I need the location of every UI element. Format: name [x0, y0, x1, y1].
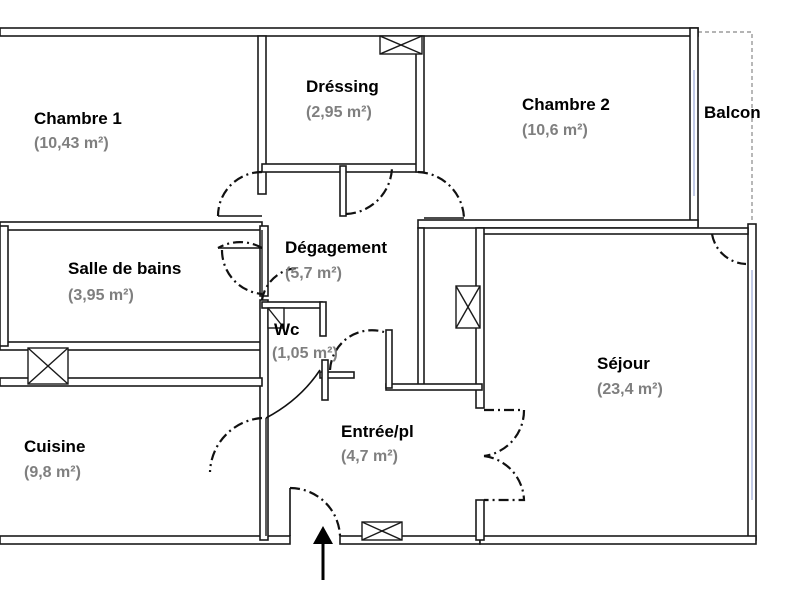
wc-right-wall [319, 301, 327, 337]
room-sdb-name: Salle de bains [68, 259, 181, 278]
room-sejour-name: Séjour [597, 354, 650, 373]
chambre1-bottom-wall [0, 221, 263, 231]
room-wc-area: (1,05 m²) [272, 345, 338, 362]
door-cuisine [208, 369, 321, 473]
door-sdb [217, 241, 263, 296]
duct-wc [267, 307, 285, 329]
room-dressing-area: (2,95 m²) [306, 104, 372, 121]
room-chambre2-name: Chambre 2 [522, 95, 610, 114]
door-balcon [710, 233, 747, 266]
bottom-wall-sejour [479, 535, 757, 545]
wc-divider [385, 329, 393, 389]
duct-kitchen [27, 347, 69, 385]
door-sejour [483, 408, 526, 502]
left-wall-stub [0, 225, 9, 347]
room-balcon-name: Balcon [704, 103, 761, 122]
room-chambre1-area: (10,43 m²) [34, 135, 109, 152]
degagement-inner-wall [417, 227, 425, 387]
room-dressing-name: Dréssing [306, 77, 379, 96]
sejour-left-wall-lower [475, 499, 485, 541]
bottom-wall-entry [339, 535, 481, 545]
dressing-right-wall [415, 35, 425, 173]
door-degagement-wc [260, 266, 299, 301]
top-wall [0, 27, 699, 37]
room-entree-area: (4,7 m²) [341, 448, 398, 465]
room-entree-name: Entrée/pl [341, 422, 414, 441]
chambre2-bottom-wall [417, 219, 699, 229]
sejour-top-wall [477, 227, 749, 235]
balcony-outline [698, 31, 753, 222]
room-cuisine-name: Cuisine [24, 437, 85, 456]
room-chambre1-name: Chambre 1 [34, 109, 122, 128]
room-wc-name: Wc [274, 320, 300, 339]
degagement-door-jamb [339, 165, 347, 217]
room-degagement-area: (5,7 m²) [285, 265, 342, 282]
cuisine-right-wall [259, 299, 269, 541]
room-sdb-area: (3,95 m²) [68, 287, 134, 304]
door-chambre1 [216, 170, 263, 217]
room-cuisine-area: (9,8 m²) [24, 464, 81, 481]
wc-right-stub [321, 359, 329, 401]
cuisine-duct-wall [0, 377, 263, 387]
door-entree [289, 486, 342, 537]
wc-bottom-wall [319, 371, 355, 379]
room-degagement-name: Dégagement [285, 238, 387, 257]
duct-top [379, 35, 423, 55]
duct-entree [361, 521, 403, 541]
chambre1-right-wall [257, 35, 267, 195]
entry-arrow [313, 526, 333, 580]
door-wc [328, 329, 385, 371]
sdb-right-wall [259, 225, 269, 297]
bottom-wall-left [0, 535, 291, 545]
door-chambre2 [417, 170, 466, 219]
door-dressing [345, 167, 394, 216]
entree-top-wall [385, 383, 483, 391]
room-sejour-area: (23,4 m²) [597, 381, 663, 398]
duct-sejour [455, 285, 481, 329]
room-chambre2-area: (10,6 m²) [522, 122, 588, 139]
wc-top-wall [261, 301, 323, 309]
